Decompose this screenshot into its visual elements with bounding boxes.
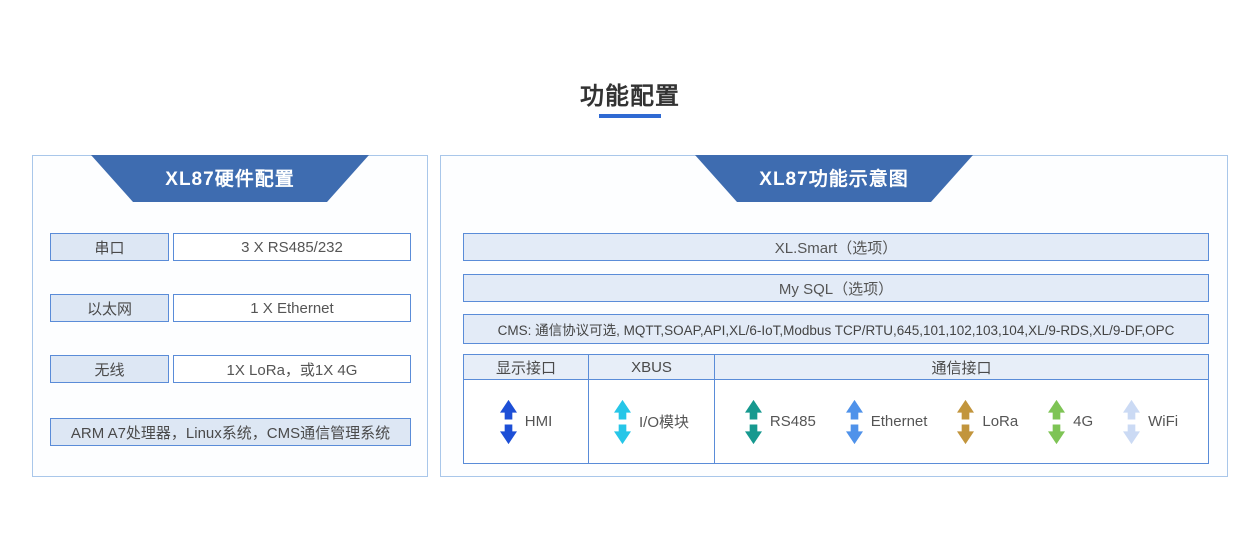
function-diagram-panel: XL87功能示意图 XL.Smart（选项） My SQL（选项） CMS: 通… <box>440 155 1228 477</box>
interface-item-lora: LoRa <box>957 398 1018 446</box>
spec-value: 1 X Ethernet <box>173 294 411 322</box>
updown-arrow-icon <box>957 399 975 444</box>
interface-item-rs485: RS485 <box>744 398 816 446</box>
interface-label: Ethernet <box>870 413 928 430</box>
interface-table: 显示接口 XBUS 通信接口 HMI I/O模块 <box>463 354 1209 464</box>
mysql-option-bar: My SQL（选项） <box>463 274 1209 302</box>
hardware-config-header: XL87硬件配置 <box>91 155 369 202</box>
interface-label: RS485 <box>769 413 816 430</box>
header-comm-interface: 通信接口 <box>931 359 992 377</box>
spec-label: 以太网 <box>50 294 169 322</box>
xlsmart-option-bar: XL.Smart（选项） <box>463 233 1209 261</box>
interface-table-header-row: 显示接口 XBUS 通信接口 <box>464 355 1208 380</box>
updown-arrow-icon <box>845 399 863 444</box>
updown-arrow-icon <box>613 399 631 444</box>
interface-item-ethernet: Ethernet <box>845 398 928 446</box>
interface-item-hmi: HMI <box>499 398 553 446</box>
function-diagram-header-label: XL87功能示意图 <box>759 169 909 190</box>
interface-label: HMI <box>524 413 553 430</box>
interface-label: I/O模块 <box>638 414 689 431</box>
hardware-config-panel: XL87硬件配置 串口 3 X RS485/232 以太网 1 X Ethern… <box>32 155 428 477</box>
interface-label: 4G <box>1073 413 1094 430</box>
interface-item-wifi: WiFi <box>1123 398 1178 446</box>
hardware-config-header-label: XL87硬件配置 <box>165 169 295 190</box>
spec-value: 1X LoRa，或1X 4G <box>173 355 411 383</box>
spec-label: 串口 <box>50 233 169 261</box>
interface-label: LoRa <box>982 413 1019 430</box>
interface-label: WiFi <box>1148 413 1179 430</box>
cell-comm-interface: RS485 Ethernet LoRa 4G <box>715 380 1208 463</box>
updown-arrow-icon <box>499 399 517 444</box>
cell-xbus: I/O模块 <box>589 380 715 463</box>
updown-arrow-icon <box>744 399 762 444</box>
page-title: 功能配置 <box>580 83 680 110</box>
platform-summary-bar: ARM A7处理器，Linux系统，CMS通信管理系统 <box>50 418 411 446</box>
spec-label: 无线 <box>50 355 169 383</box>
updown-arrow-icon <box>1048 399 1066 444</box>
interface-item-io-module: I/O模块 <box>613 398 689 446</box>
interface-table-body-row: HMI I/O模块 RS485 Ether <box>464 380 1208 463</box>
updown-arrow-icon <box>1123 399 1141 444</box>
cms-protocols-bar: CMS: 通信协议可选, MQTT,SOAP,API,XL/6-IoT,Modb… <box>463 314 1209 344</box>
header-display-interface: 显示接口 <box>464 355 589 379</box>
cell-display-interface: HMI <box>464 380 589 463</box>
spec-value: 3 X RS485/232 <box>173 233 411 261</box>
function-diagram-header: XL87功能示意图 <box>695 155 973 202</box>
header-xbus: XBUS <box>589 355 715 379</box>
title-underline <box>599 114 661 118</box>
interface-item-4g: 4G <box>1048 398 1093 446</box>
